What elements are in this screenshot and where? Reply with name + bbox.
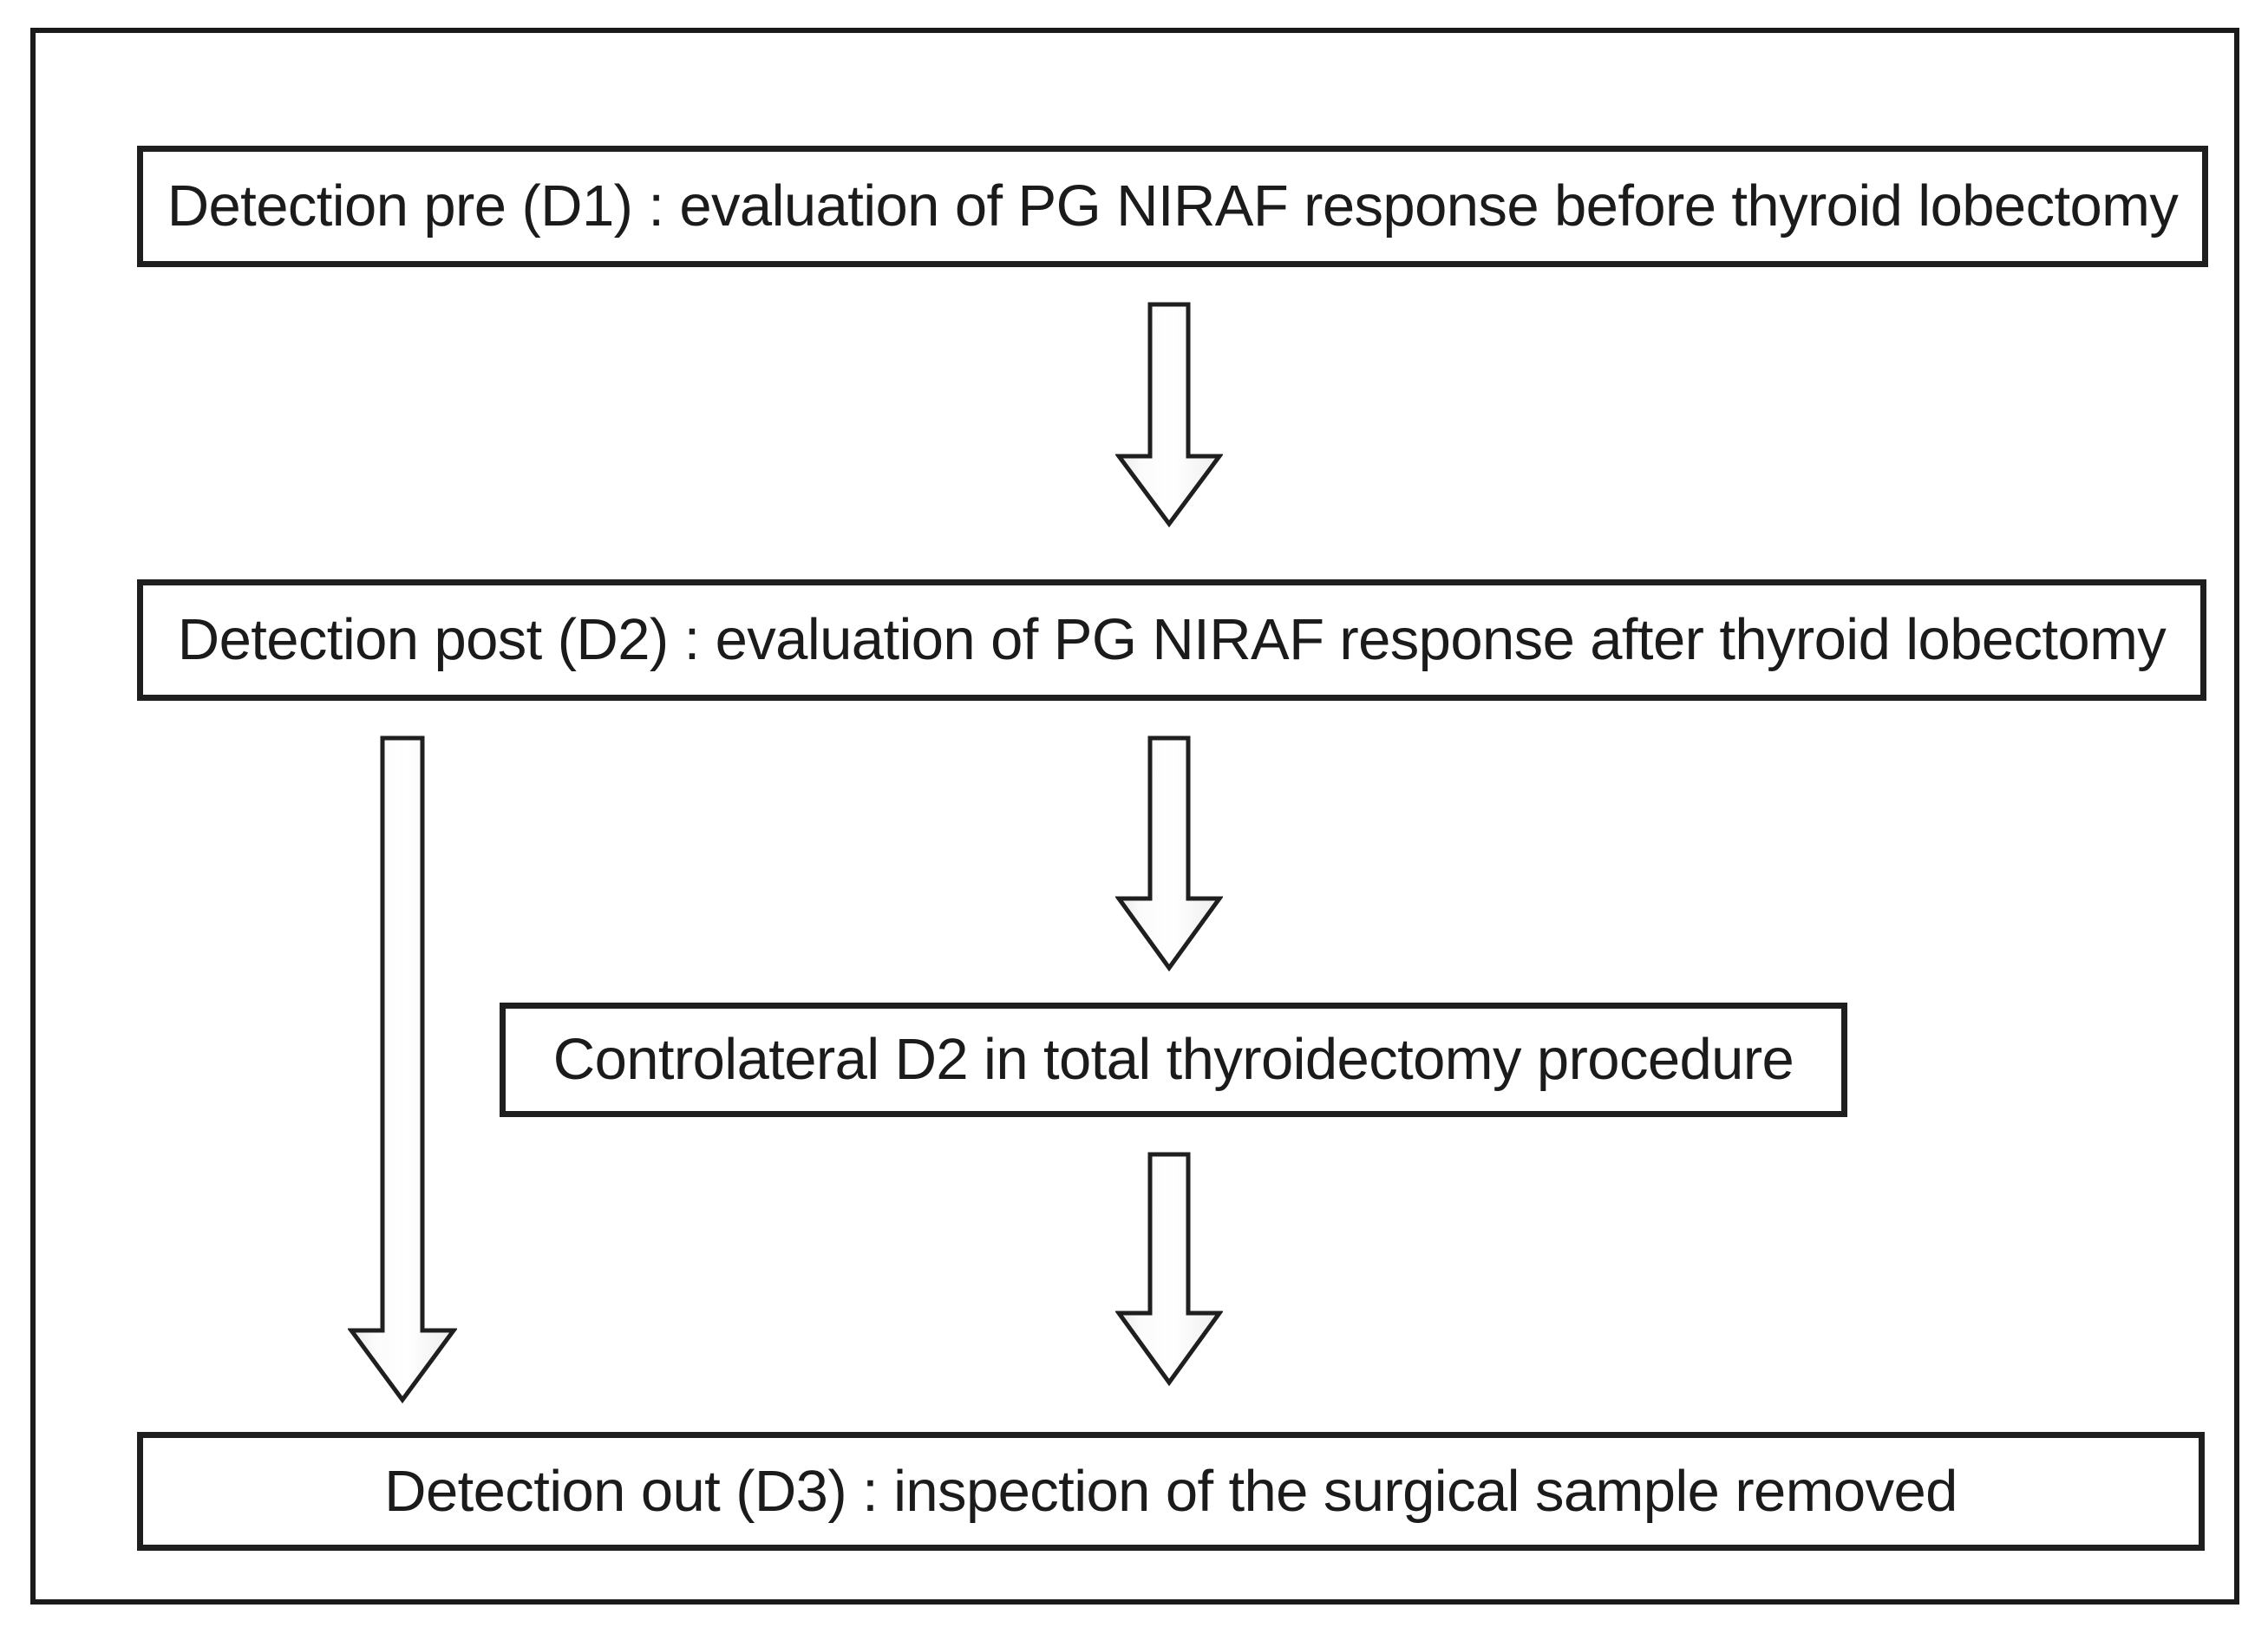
figure-border: Detection pre (D1) : evaluation of PG NI… <box>30 28 2239 1605</box>
flow-node-d3-label: Detection out (D3) : inspection of the s… <box>384 1458 1958 1524</box>
flow-node-d1: Detection pre (D1) : evaluation of PG NI… <box>137 146 2208 267</box>
flow-node-d2: Detection post (D2) : evaluation of PG N… <box>137 579 2206 701</box>
flow-arrow-controlateral-to-d3 <box>1115 1152 1223 1386</box>
flow-arrow-d2-to-controlateral <box>1115 735 1223 971</box>
flow-arrow-d2-to-d3-bypass <box>348 735 457 1403</box>
flow-node-d1-label: Detection pre (D1) : evaluation of PG NI… <box>167 173 2179 239</box>
flow-arrow-d1-to-d2 <box>1115 302 1223 527</box>
flow-node-d2-label: Detection post (D2) : evaluation of PG N… <box>177 607 2167 673</box>
flow-node-controlateral-d2-label: Controlateral D2 in total thyroidectomy … <box>552 1027 1794 1093</box>
flow-node-controlateral-d2: Controlateral D2 in total thyroidectomy … <box>500 1003 1847 1117</box>
flow-node-d3: Detection out (D3) : inspection of the s… <box>137 1432 2205 1551</box>
